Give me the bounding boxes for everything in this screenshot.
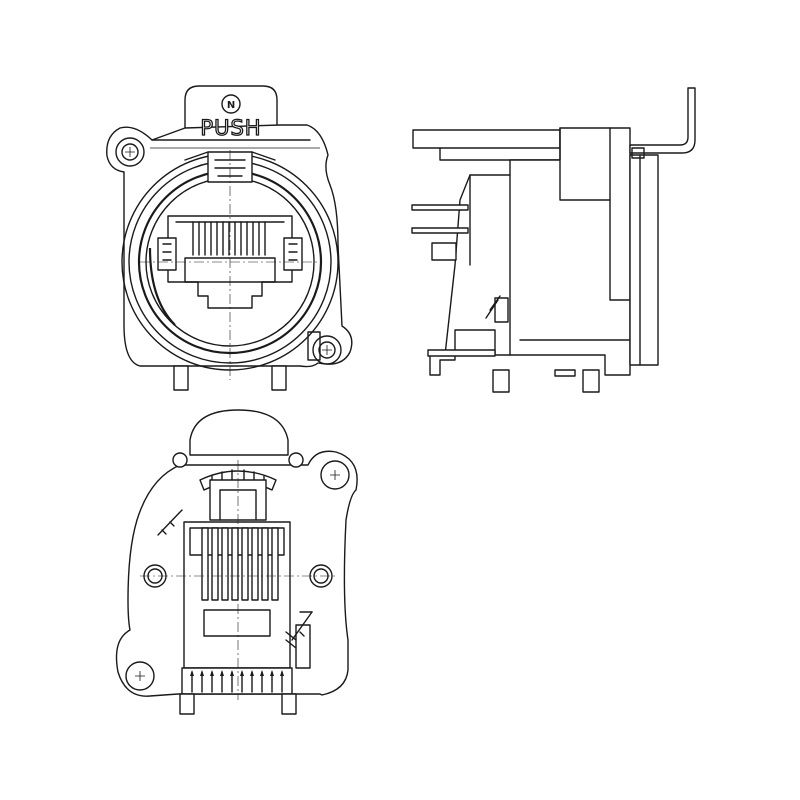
mounting-hole-bottom-right (312, 335, 342, 365)
push-label: PUSH (200, 116, 261, 140)
side-view (411, 87, 696, 393)
rear-hole-bottom-left (125, 661, 155, 691)
contact-comb (192, 221, 266, 256)
logo-mark: N (221, 94, 241, 114)
rear-contact-fingers (201, 527, 279, 601)
ground-tab (629, 87, 696, 154)
logo-text: N (227, 100, 235, 111)
side-body (429, 127, 631, 376)
rear-view (115, 409, 358, 715)
terminal-row (181, 667, 293, 695)
rear-hole-top-right (320, 460, 350, 490)
rear-latch-dome (189, 409, 289, 456)
mounting-hole-top-left (115, 137, 145, 167)
front-view: PUSH N (106, 85, 353, 391)
